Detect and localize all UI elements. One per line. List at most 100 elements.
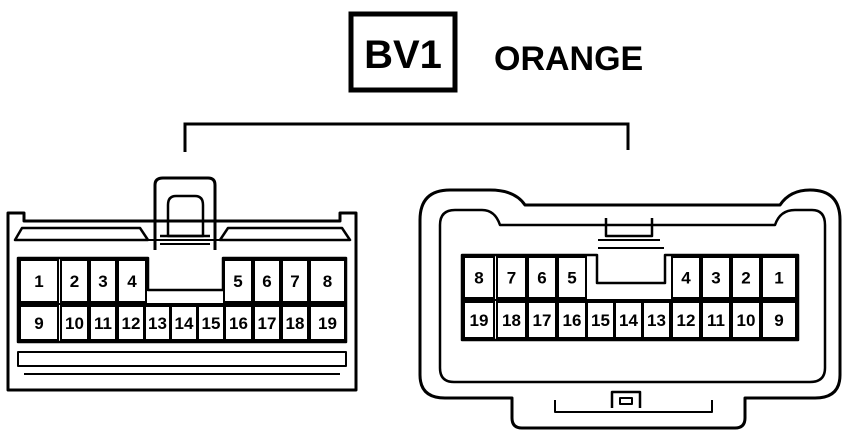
pin-number: 6 [537,269,546,288]
pin-number: 17 [258,314,277,333]
pin-number: 6 [262,272,271,291]
pin-number: 5 [233,272,242,291]
left-pin-bottom-19: 19 [309,305,346,341]
pin-cavity [527,256,557,299]
right-pin-top-1: 1 [761,256,797,299]
left-pin-bottom-17: 17 [253,305,281,341]
pin-number: 19 [470,311,489,330]
left-pin-top-8: 8 [309,259,346,303]
pin-cavity [117,259,147,303]
pin-cavity [224,305,253,341]
connector-color: ORANGE [494,40,643,78]
pin-number: 1 [774,269,783,288]
right-pin-bottom-12: 12 [671,301,701,339]
left-top-rail-right [218,226,352,242]
pin-cavity [671,301,701,339]
pin-number: 10 [65,314,84,333]
right-pin-top-2: 2 [731,256,761,299]
left-pin-top-6: 6 [253,259,281,303]
left-pin-bottom-10: 10 [60,305,89,341]
pin-cavity [527,301,557,339]
pin-number: 11 [94,314,112,333]
left-pin-top-1: 1 [19,259,59,303]
right-connector [418,188,842,430]
pin-number: 16 [563,311,582,330]
pin-number: 3 [711,269,720,288]
right-pin-top-8: 8 [463,256,495,299]
pin-number: 16 [229,314,248,333]
right-pin-bottom-14: 14 [614,301,643,339]
right-pin-top-7: 7 [496,256,527,299]
pin-cavity [60,259,89,303]
pin-number: 10 [737,311,756,330]
right-pin-bottom-11: 11 [701,301,731,339]
right-pin-bottom-10: 10 [731,301,761,339]
right-pin-bottom-17: 17 [527,301,557,339]
right-pin-top-6: 6 [527,256,557,299]
pin-cavity [19,305,59,341]
left-pin-bottom-13: 13 [144,305,171,341]
pin-number: 2 [70,272,79,291]
pin-number: 13 [148,314,167,333]
left-pin-top-3: 3 [89,259,117,303]
pin-number: 12 [677,311,696,330]
left-pin-bottom-9: 9 [19,305,59,341]
right-inner-wall [438,208,827,384]
pin-number: 4 [681,269,691,288]
left-pin-top-7: 7 [281,259,309,303]
right-pin-bottom-15: 15 [586,301,615,339]
pin-cavity [701,256,731,299]
pin-cavity [496,256,527,299]
pin-cavity [281,305,309,341]
pin-number: 15 [591,311,610,330]
pin-cavity [642,301,671,339]
pin-cavity [253,259,281,303]
pin-number: 8 [323,272,332,291]
right-connector-housing [418,188,842,430]
pin-number: 8 [474,269,483,288]
pin-cavity [60,305,89,341]
pin-number: 3 [98,272,107,291]
connector-bracket [183,122,630,152]
pin-number: 13 [647,311,666,330]
pin-number: 2 [741,269,750,288]
pin-number: 9 [34,314,43,333]
pin-number: 1 [34,272,43,291]
pin-number: 5 [567,269,576,288]
right-pin-bottom-13: 13 [642,301,671,339]
left-pin-bottom-12: 12 [117,305,145,341]
pin-cavity [309,305,346,341]
left-pin-top-2: 2 [60,259,89,303]
pin-cavity [223,259,253,303]
connector-header: BV1 ORANGE [348,11,643,93]
pin-cavity [281,259,309,303]
right-pin-area [460,253,800,342]
pin-cavity [463,301,495,339]
pin-number: 19 [318,314,337,333]
left-pin-bottom-11: 11 [89,305,117,341]
pin-number: 7 [290,272,299,291]
right-lock-tab [610,390,642,408]
left-connector [6,176,358,392]
right-pin-top-4: 4 [671,256,701,299]
pin-number: 14 [619,311,638,330]
left-pin-top-4: 4 [117,259,147,303]
left-pin-top-5: 5 [223,259,253,303]
right-pin-bottom-19: 19 [463,301,495,339]
right-pin-bottom-9: 9 [761,301,797,339]
pin-number: 11 [707,311,725,330]
connector-code: BV1 [364,33,442,77]
pin-cavity [89,305,117,341]
left-lock-latch [153,176,217,250]
right-pin-bottom-18: 18 [496,301,527,339]
pin-cavity [761,256,797,299]
pin-cavity [19,259,59,303]
pin-cavity [761,301,797,339]
pin-cavity [731,301,761,339]
left-connector-housing [6,211,358,392]
pin-number: 14 [175,314,194,333]
right-key-slot [604,218,654,238]
left-pin-bottom-14: 14 [170,305,198,341]
pin-cavity [701,301,731,339]
